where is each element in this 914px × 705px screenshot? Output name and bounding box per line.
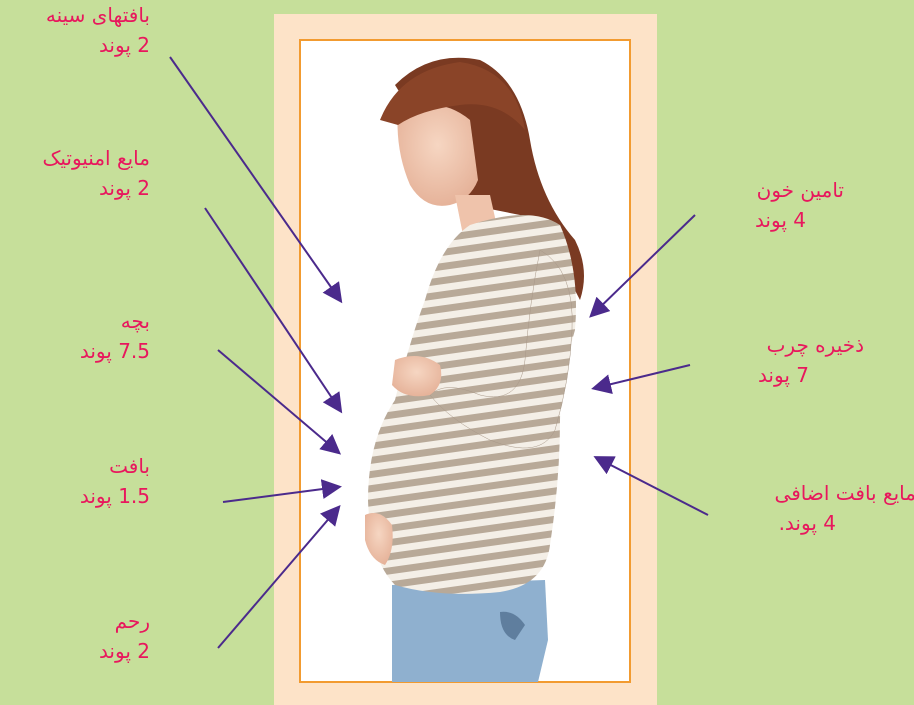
label-name: تامین خون — [755, 175, 844, 205]
label-uterus: رحم 2 پوند — [99, 606, 150, 666]
label-amniotic-fluid: مایع امنیوتیک 2 پوند — [42, 143, 150, 203]
label-value: 7 پوند — [758, 360, 809, 390]
label-value: 1.5 پوند — [80, 481, 150, 511]
label-breast-tissue: بافتهای سینه 2 پوند — [46, 0, 150, 60]
label-fat-stores: ذخیره چرب 7 پوند — [758, 330, 864, 390]
label-name: مایع بافت اضافی — [775, 478, 914, 508]
label-name: بافتهای سینه — [46, 0, 150, 30]
label-name: بچه — [80, 306, 150, 336]
label-tissue: بافت 1.5 پوند — [80, 451, 150, 511]
label-name: مایع امنیوتیک — [42, 143, 150, 173]
label-baby: بچه 7.5 پوند — [80, 306, 150, 366]
label-blood-supply: تامین خون 4 پوند — [755, 175, 844, 235]
label-extra-fluid: مایع بافت اضافی 4 پوند. — [775, 478, 914, 538]
label-name: رحم — [99, 606, 150, 636]
label-name: بافت — [80, 451, 150, 481]
label-value: 4 پوند. — [775, 508, 836, 538]
label-value: 2 پوند — [99, 636, 150, 666]
label-name: ذخیره چرب — [758, 330, 864, 360]
label-value: 2 پوند — [46, 30, 150, 60]
label-value: 4 پوند — [755, 205, 806, 235]
label-value: 7.5 پوند — [80, 336, 150, 366]
label-value: 2 پوند — [42, 173, 150, 203]
